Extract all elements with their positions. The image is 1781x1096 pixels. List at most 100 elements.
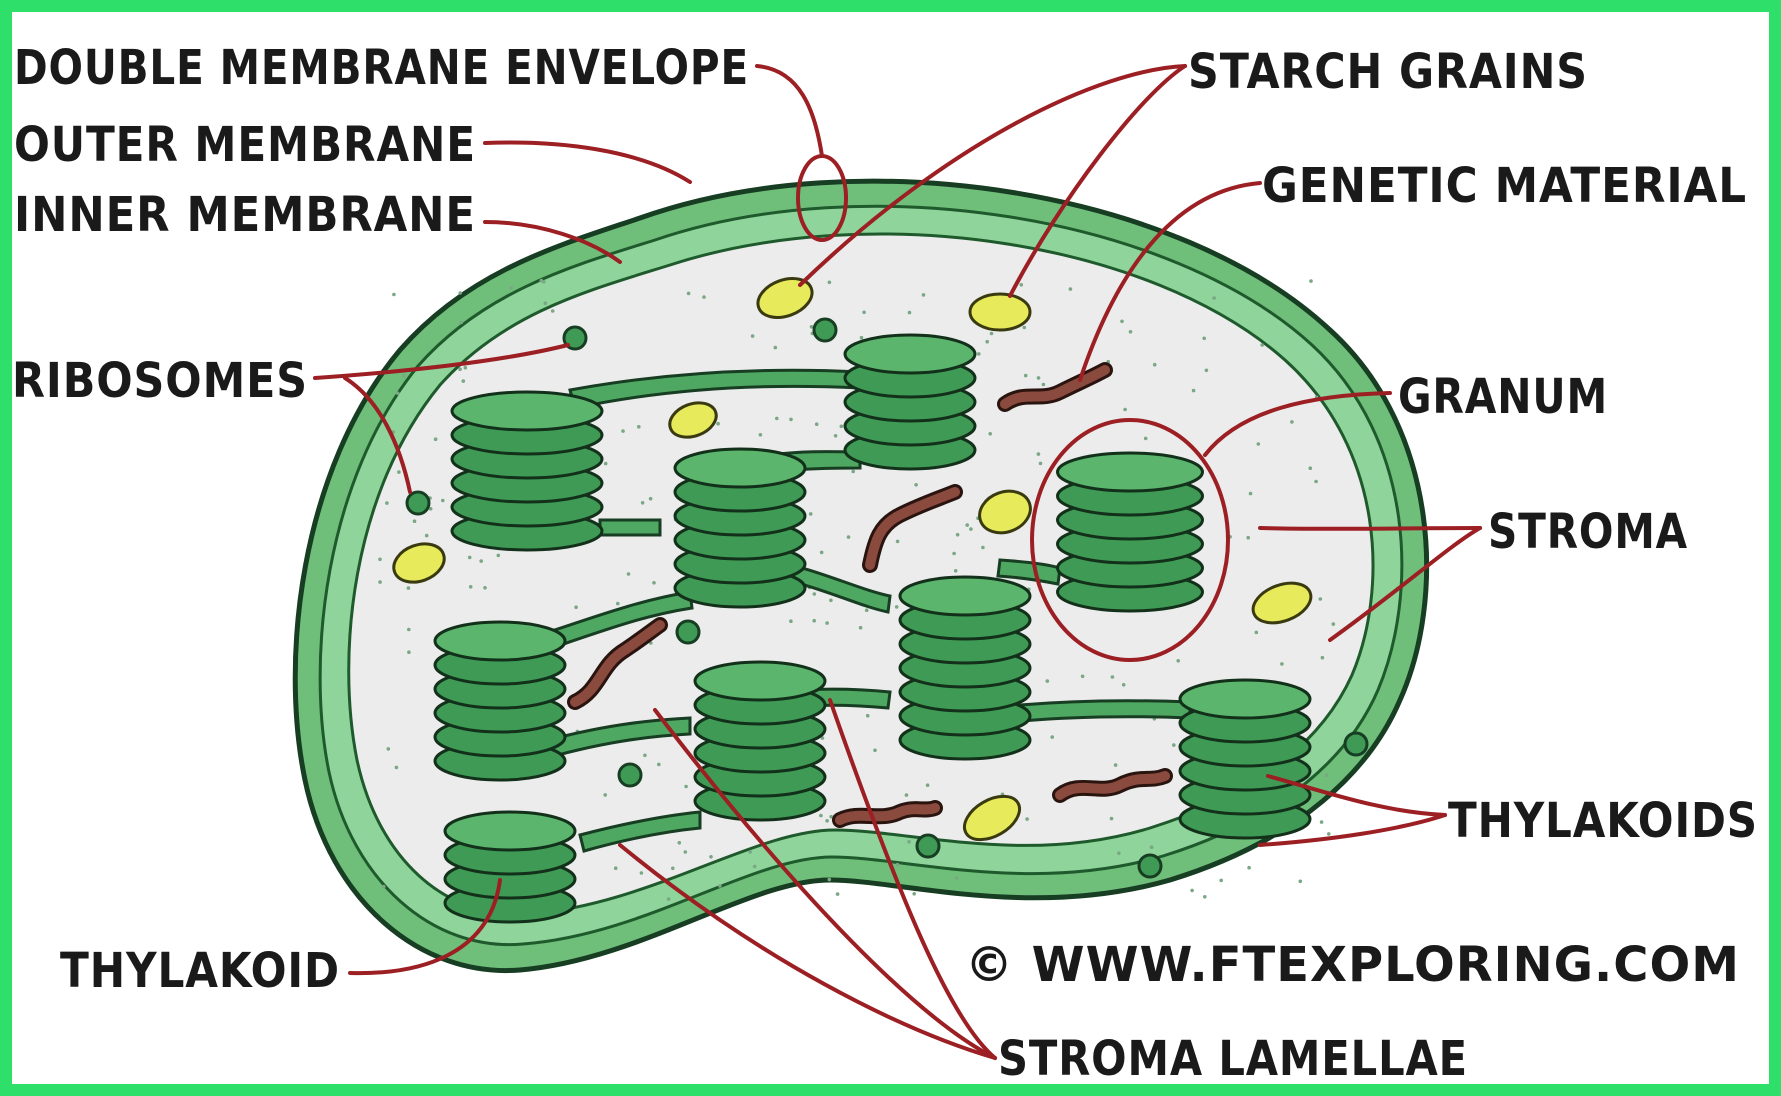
stroma-speckle <box>649 497 653 501</box>
stroma-speckle <box>1247 866 1251 870</box>
stroma-speckle <box>1120 320 1124 324</box>
stroma-speckle <box>1042 383 1046 387</box>
stroma-speckle <box>402 374 406 378</box>
stroma-speckle <box>815 422 819 426</box>
stroma-speckle <box>1037 376 1041 380</box>
stroma-speckle <box>1150 845 1154 849</box>
stroma-speckle <box>1203 895 1207 899</box>
stroma-speckle <box>775 417 779 421</box>
stroma-speckle <box>865 608 869 612</box>
stroma-speckle <box>862 311 866 315</box>
ribosome <box>1345 733 1367 755</box>
stroma-speckle <box>1123 408 1127 412</box>
granum-stack <box>695 662 825 820</box>
stroma-speckle <box>851 470 855 474</box>
stroma-speckle <box>1299 880 1303 884</box>
stroma-speckle <box>1325 773 1329 777</box>
stroma-speckle <box>397 470 401 474</box>
thylakoid-disc <box>675 449 805 487</box>
stroma-speckle <box>759 433 763 437</box>
label-granum: GRANUM <box>1398 369 1608 425</box>
stroma-speckle <box>896 540 900 544</box>
stroma-speckle <box>1219 879 1223 883</box>
stroma-speckle <box>687 292 691 296</box>
stroma-speckle <box>809 512 813 516</box>
stroma-speckle <box>1039 462 1043 466</box>
stroma-speckle <box>952 552 956 556</box>
stroma-speckle <box>1202 337 1206 341</box>
stroma-speckle <box>542 280 546 284</box>
stroma-speckle <box>396 392 400 396</box>
stroma-speckle <box>1332 622 1336 626</box>
stroma-speckle <box>640 871 644 875</box>
stroma-speckle <box>1192 389 1196 393</box>
stroma-speckle <box>1327 832 1331 836</box>
stroma-speckle <box>413 519 417 523</box>
stroma-speckle <box>425 534 429 538</box>
granum-stack <box>452 392 602 550</box>
stroma-speckle <box>1314 480 1318 484</box>
stroma-speckle <box>716 422 720 426</box>
stroma-speckle <box>751 334 755 338</box>
stroma-speckle <box>1020 283 1024 287</box>
stroma-speckle <box>621 429 625 433</box>
stroma-speckle <box>1069 287 1073 291</box>
stroma-speckle <box>1050 735 1054 739</box>
stroma-speckle <box>407 628 411 632</box>
stroma-speckle <box>969 527 973 531</box>
stroma-speckle <box>820 551 824 555</box>
stroma-speckle <box>1144 437 1148 441</box>
thylakoid-disc <box>900 577 1030 615</box>
stroma-speckle <box>1023 326 1027 330</box>
stroma-speckle <box>718 884 722 888</box>
stroma-speckle <box>965 523 969 527</box>
stroma-speckle <box>462 379 466 383</box>
stroma-speckle <box>840 425 844 429</box>
stroma-speckle <box>385 501 389 505</box>
stroma-speckle <box>1117 851 1121 855</box>
stroma-speckle <box>1172 743 1176 747</box>
stroma-speckle <box>1260 343 1264 347</box>
stroma-speckle <box>407 650 411 654</box>
stroma-speckle <box>977 352 981 356</box>
stroma-speckle <box>1176 659 1180 663</box>
stroma-speckle <box>988 432 992 436</box>
thylakoid-disc <box>445 812 575 850</box>
stroma-speckle <box>812 619 816 623</box>
copyright-text: © WWW.FTEXPLORING.COM <box>965 937 1740 993</box>
stroma-speckle <box>1081 675 1085 679</box>
granum-stack <box>675 449 805 607</box>
label-double-membrane-envelope: DOUBLE MEMBRANE ENVELOPE <box>14 40 749 96</box>
stroma-speckle <box>1190 889 1194 893</box>
stroma-speckle <box>1290 420 1294 424</box>
stroma-speckle <box>1255 631 1259 635</box>
thylakoid-disc <box>695 662 825 700</box>
stroma-speckle <box>671 867 675 871</box>
stroma-speckle <box>1110 817 1114 821</box>
stroma-speckle <box>479 559 483 563</box>
stroma-speckle <box>382 885 386 889</box>
stroma-speckle <box>378 558 382 562</box>
stroma-speckle <box>469 585 473 589</box>
label-stroma: STROMA <box>1488 504 1688 560</box>
stroma-speckle <box>544 301 548 305</box>
label-thylakoids: THYLAKOIDS <box>1448 793 1758 849</box>
ribosome <box>917 835 939 857</box>
stroma-speckle <box>643 754 647 758</box>
stroma-speckle <box>866 714 870 718</box>
stroma-speckle <box>458 367 462 371</box>
granum-stack <box>845 335 975 469</box>
stroma-speckle <box>652 581 656 585</box>
label-thylakoid: THYLAKOID <box>60 943 340 999</box>
stroma-speckle <box>709 855 713 859</box>
stroma-speckle <box>954 569 958 573</box>
stroma-speckle <box>825 819 829 823</box>
stroma-speckle <box>834 434 838 438</box>
stroma-speckle <box>1025 817 1029 821</box>
stroma-speckle <box>1309 279 1313 283</box>
stroma-speckle <box>859 626 863 630</box>
stroma-speckle <box>441 499 445 503</box>
ribosome <box>677 621 699 643</box>
stroma-speckle <box>905 793 909 797</box>
